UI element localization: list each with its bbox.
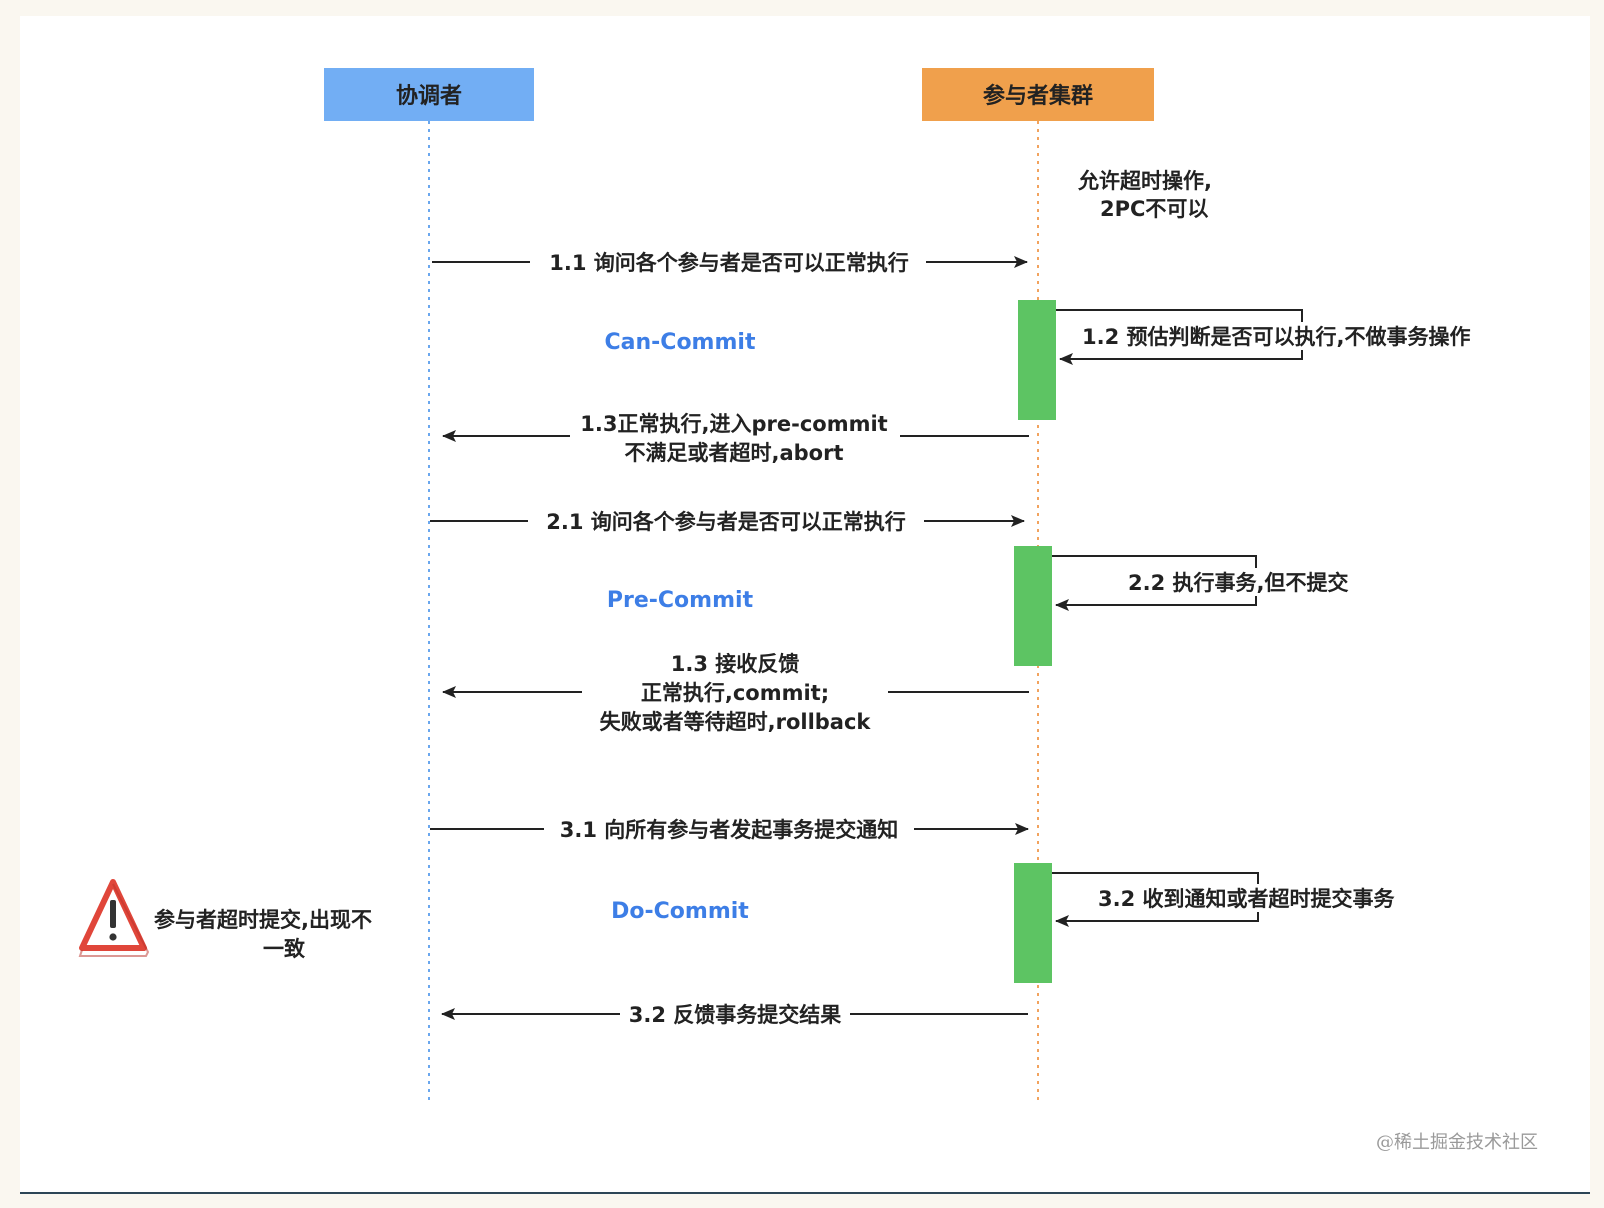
message-1-1: 1.1 询问各个参与者是否可以正常执行	[432, 248, 1028, 276]
message-2-3-line1: 1.3 接收反馈	[671, 652, 800, 676]
message-2-3-line2: 正常执行,commit;	[641, 681, 829, 705]
message-1-3-line1: 1.3正常执行,进入pre-commit	[580, 412, 887, 436]
diagram-canvas: 协调者 参与者集群 允许超时操作, 2PC不可以 1.1 询问各个参与者是否可以…	[20, 16, 1590, 1192]
activation-bar-can-commit	[1018, 300, 1056, 420]
bottom-divider	[20, 1192, 1590, 1194]
warning-note-line2: 一致	[263, 937, 306, 961]
message-1-2-self: 1.2 预估判断是否可以执行,不做事务操作	[1056, 309, 1520, 365]
coordinator-box	[324, 68, 534, 121]
coordinator-header: 协调者	[324, 68, 534, 121]
message-3-2-self: 3.2 收到通知或者超时提交事务	[1052, 872, 1426, 927]
message-1-3: 1.3正常执行,进入pre-commit 不满足或者超时,abort	[442, 408, 1029, 466]
message-2-1-label: 2.1 询问各个参与者是否可以正常执行	[546, 510, 906, 534]
message-3-3-label: 3.2 反馈事务提交结果	[629, 1003, 842, 1027]
message-1-3-line2: 不满足或者超时,abort	[624, 441, 843, 465]
activation-bar-pre-commit	[1014, 546, 1052, 666]
message-3-3: 3.2 反馈事务提交结果	[441, 1000, 1028, 1028]
coordinator-label: 协调者	[396, 84, 462, 109]
phase-do-commit: Do-Commit	[611, 899, 749, 924]
message-2-2-self: 2.2 执行事务,但不提交	[1052, 555, 1388, 611]
phase-can-commit: Can-Commit	[605, 330, 756, 355]
participants-label: 参与者集群	[983, 83, 1093, 109]
note-top-line2: 2PC不可以	[1100, 197, 1208, 221]
message-3-1: 3.1 向所有参与者发起事务提交通知	[430, 815, 1029, 843]
activation-bar-do-commit	[1014, 863, 1052, 983]
message-3-1-label: 3.1 向所有参与者发起事务提交通知	[560, 818, 899, 842]
message-2-3: 1.3 接收反馈 正常执行,commit; 失败或者等待超时,rollback	[442, 650, 1029, 740]
message-1-2-label: 1.2 预估判断是否可以执行,不做事务操作	[1082, 325, 1471, 349]
participants-header: 参与者集群	[922, 68, 1154, 121]
participants-box	[922, 68, 1154, 121]
message-1-1-label: 1.1 询问各个参与者是否可以正常执行	[549, 251, 909, 275]
message-3-2-label: 3.2 收到通知或者超时提交事务	[1098, 887, 1396, 911]
watermark: @稀土掘金技术社区	[1376, 1132, 1538, 1153]
sequence-diagram: 协调者 参与者集群 允许超时操作, 2PC不可以 1.1 询问各个参与者是否可以…	[78, 68, 1538, 1153]
message-2-3-line3: 失败或者等待超时,rollback	[600, 710, 872, 734]
warning-note-line1: 参与者超时提交,出现不	[154, 908, 372, 932]
message-2-2-label: 2.2 执行事务,但不提交	[1128, 571, 1349, 595]
warning-icon	[78, 879, 150, 957]
note-top-line1: 允许超时操作,	[1077, 169, 1212, 193]
phase-pre-commit: Pre-Commit	[607, 588, 754, 613]
message-2-1: 2.1 询问各个参与者是否可以正常执行	[430, 507, 1025, 535]
